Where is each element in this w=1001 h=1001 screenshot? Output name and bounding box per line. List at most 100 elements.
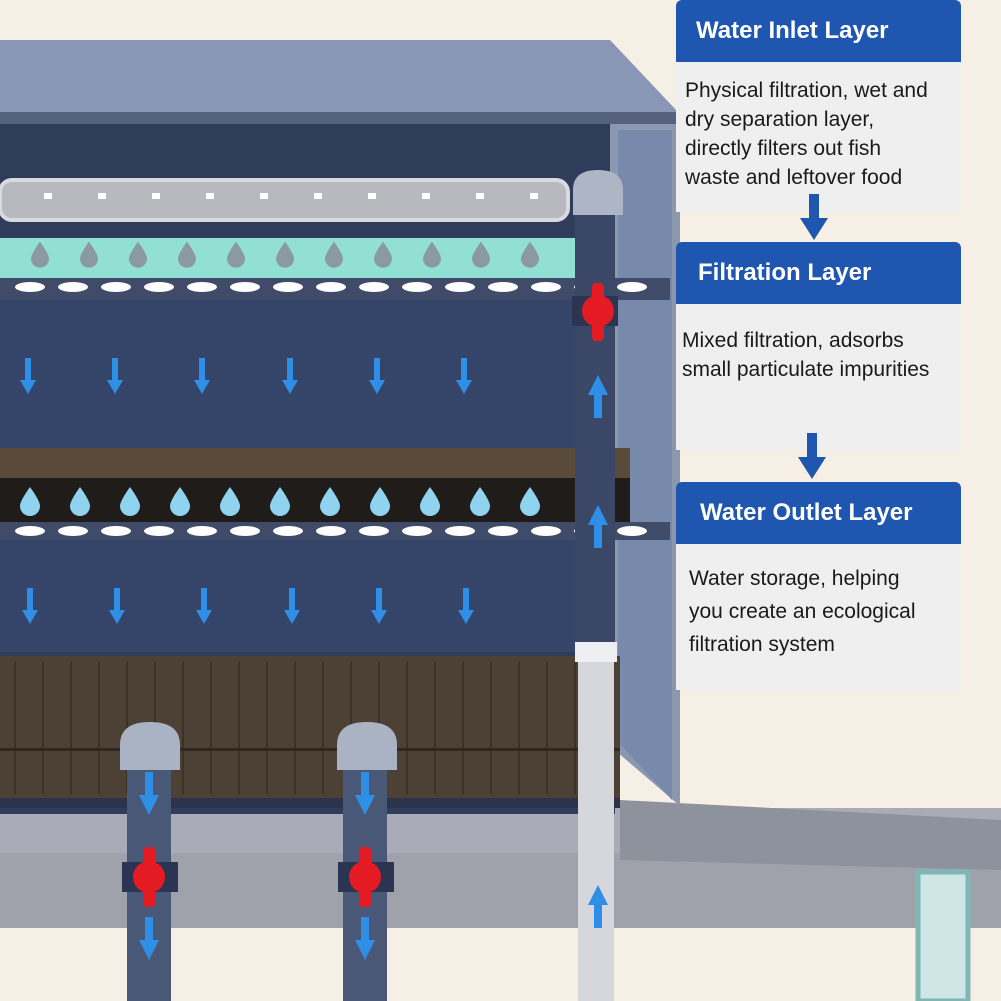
water-drop-icon — [325, 241, 343, 268]
arrow-down-icon — [282, 358, 298, 394]
tray-hole — [617, 526, 647, 536]
chamber-lower — [0, 540, 615, 652]
media-layer-middle — [0, 448, 630, 478]
inlet-drops — [31, 241, 539, 268]
tray-hole — [488, 526, 518, 536]
water-drop-icon — [170, 487, 190, 516]
water-drop-icon — [31, 241, 49, 268]
water-outlet-layer-card: Water Outlet Layer Water storage, helpin… — [676, 482, 961, 690]
sponge-stripe — [518, 662, 520, 794]
sponge-stripe — [98, 662, 100, 794]
sponge-stripe — [266, 662, 268, 794]
water-drop-icon — [80, 241, 98, 268]
arrow-down-icon — [371, 588, 387, 624]
valve-icon[interactable] — [572, 283, 618, 341]
filtration-layer-card: Filtration Layer Mixed filtration, adsor… — [676, 242, 961, 450]
water-drop-icon — [276, 241, 294, 268]
tray-hole — [488, 282, 518, 292]
water-drop-icon — [470, 487, 490, 516]
tray-hole — [58, 282, 88, 292]
water-inlet-layer-description: Physical filtration, wet and dry separat… — [676, 62, 961, 212]
water-drop-icon — [70, 487, 90, 516]
water-drop-icon — [178, 241, 196, 268]
water-drop-icon — [521, 241, 539, 268]
riser-pipe-cap — [573, 170, 623, 215]
arrow-down-icon — [107, 358, 123, 394]
riser-pipe-joint — [575, 642, 617, 662]
tray-hole — [445, 526, 475, 536]
arrow-down-icon — [284, 588, 300, 624]
tray-hole — [187, 526, 217, 536]
water-outlet-layer-title: Water Outlet Layer — [676, 482, 961, 544]
tray-hole — [617, 282, 647, 292]
spray-holes — [44, 193, 538, 199]
water-drop-icon — [370, 487, 390, 516]
tank-lid — [0, 40, 678, 112]
sponge-stripe — [210, 662, 212, 794]
tray-hole — [531, 526, 561, 536]
tray-hole — [316, 526, 346, 536]
tray-hole — [273, 282, 303, 292]
water-drop-icon — [320, 487, 340, 516]
arrow-down-icon — [196, 588, 212, 624]
outlet-arrows — [139, 772, 375, 960]
water-drop-icon — [520, 487, 540, 516]
media-layer-top — [0, 238, 610, 278]
stand-shadow — [620, 800, 1001, 870]
water-drop-icon — [472, 241, 490, 268]
water-drop-icon — [420, 487, 440, 516]
valve-icon[interactable] — [122, 847, 178, 907]
arrow-down-icon — [109, 588, 125, 624]
sponge-stripe — [126, 662, 128, 794]
tray-hole — [402, 526, 432, 536]
tray-hole — [359, 526, 389, 536]
arrow-down-icon — [456, 358, 472, 394]
tray-hole — [445, 282, 475, 292]
sponge-stripe — [322, 662, 324, 794]
water-drop-icon — [227, 241, 245, 268]
sponge-stripe — [406, 662, 408, 794]
tray-hole — [531, 282, 561, 292]
sponge-stripe — [238, 662, 240, 794]
sponge-stripe — [462, 662, 464, 794]
spray-hole — [152, 193, 160, 199]
tray-hole — [316, 282, 346, 292]
spray-hole — [476, 193, 484, 199]
tank-lid-edge — [0, 112, 680, 124]
riser-arrows — [588, 375, 608, 928]
water-drop-icon — [374, 241, 392, 268]
spray-hole — [206, 193, 214, 199]
arrow-down-icon — [800, 194, 828, 240]
flow-arrows-lower — [22, 588, 474, 624]
sponge-stripe — [574, 662, 576, 794]
valve-icon[interactable] — [338, 847, 394, 907]
spray-hole — [98, 193, 106, 199]
sponge-stripe — [182, 662, 184, 794]
riser-pipe-clear — [578, 650, 614, 1001]
water-outlet-layer-description: Water storage, helping you create an eco… — [676, 544, 961, 690]
sponge-layer — [0, 656, 620, 798]
water-drop-icon — [220, 487, 240, 516]
spray-hole — [368, 193, 376, 199]
water-drop-icon — [129, 241, 147, 268]
aquarium-edge — [915, 869, 971, 1001]
water-drop-icon — [120, 487, 140, 516]
sponge-stripe — [294, 662, 296, 794]
sponge-stripe — [490, 662, 492, 794]
spray-hole — [260, 193, 268, 199]
spray-hole — [314, 193, 322, 199]
arrow-down-icon — [194, 358, 210, 394]
arrow-down-icon — [20, 358, 36, 394]
arrow-down-icon — [369, 358, 385, 394]
tray-hole — [230, 282, 260, 292]
tray-hole — [144, 282, 174, 292]
riser-pipe — [575, 210, 615, 650]
sponge-stripe — [434, 662, 436, 794]
tray-hole — [144, 526, 174, 536]
filtration-layer-description: Mixed filtration, adsorbs small particul… — [676, 304, 961, 450]
tray-hole — [187, 282, 217, 292]
tray-top-holes — [15, 282, 647, 292]
tray-hole — [101, 282, 131, 292]
tray-hole — [273, 526, 303, 536]
